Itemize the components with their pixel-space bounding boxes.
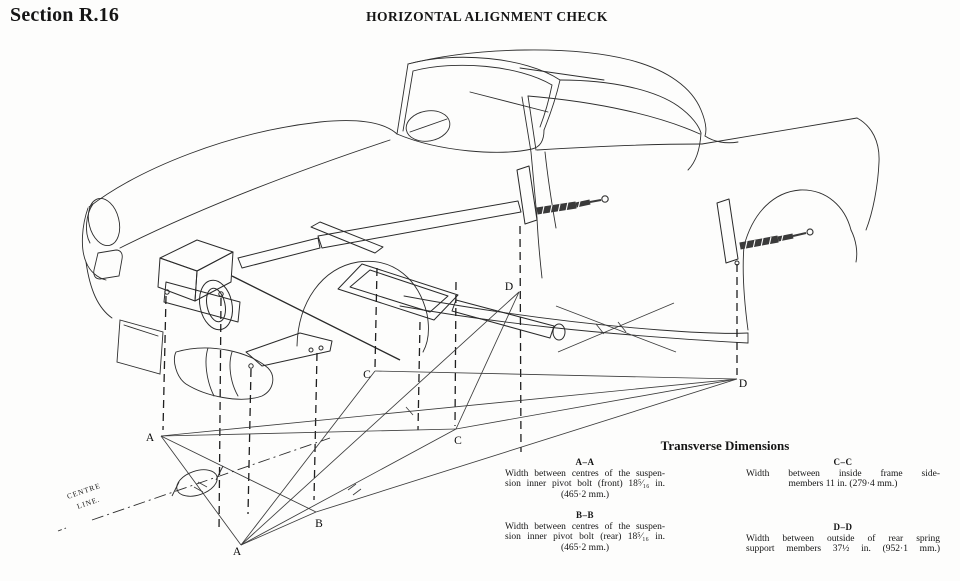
dimension-dd: D–D Width between outside of rear spring… xyxy=(746,522,940,555)
point-label-c-mid: C xyxy=(454,435,462,447)
dimension-aa-key: A–A xyxy=(575,457,595,467)
plumb-lines xyxy=(162,225,738,533)
page-title: HORIZONTAL ALIGNMENT CHECK xyxy=(366,9,608,24)
dimension-dd-key: D–D xyxy=(833,522,853,532)
dimension-cc-key: C–C xyxy=(833,457,853,467)
dimension-dd-line2: support members 37½ in. (952·1 mm.) xyxy=(746,544,940,555)
dimension-bb-line1: Width between centres of the suspen- xyxy=(505,521,665,532)
checking-jig xyxy=(157,165,740,369)
dimension-bb-line2: sion inner pivot bolt (rear) 18⁵⁄₁₆ in. xyxy=(505,532,665,543)
point-labels: A A B C C D D xyxy=(146,281,747,558)
point-label-a-bottom: A xyxy=(233,546,242,558)
dimension-bb: B–B Width between centres of the suspen-… xyxy=(505,510,665,553)
dimension-dd-line1: Width between outside of rear spring xyxy=(746,533,940,544)
point-label-a-front: A xyxy=(146,432,155,444)
dimension-aa-line3: (465·2 mm.) xyxy=(560,489,610,500)
section-label: Section R.16 xyxy=(10,4,120,26)
splined-bar-rear xyxy=(739,228,814,251)
dimension-aa: A–A Width between centres of the suspen-… xyxy=(505,457,665,500)
dimension-cc: C–C Width between inside frame side- mem… xyxy=(746,457,940,490)
dimension-cc-line1: Width between inside frame side- xyxy=(746,468,940,479)
check-line-network xyxy=(160,291,738,546)
dimension-aa-line2: sion inner pivot bolt (front) 18⁵⁄₁₆ in. xyxy=(505,479,665,490)
point-label-d-right: D xyxy=(739,378,747,390)
point-label-c-left: C xyxy=(363,369,371,381)
dimension-aa-line1: Width between centres of the suspen- xyxy=(505,468,665,479)
dimensions-heading: Transverse Dimensions xyxy=(660,438,790,453)
point-label-b: B xyxy=(315,518,323,530)
splined-bar-door xyxy=(536,195,609,216)
dimension-bb-key: B–B xyxy=(575,510,594,520)
dimension-cc-line2: members 11 in. (279·4 mm.) xyxy=(788,479,898,490)
car-outline xyxy=(81,49,880,400)
point-label-d-upper: D xyxy=(505,281,513,293)
dimension-bb-line3: (465·2 mm.) xyxy=(560,542,610,553)
